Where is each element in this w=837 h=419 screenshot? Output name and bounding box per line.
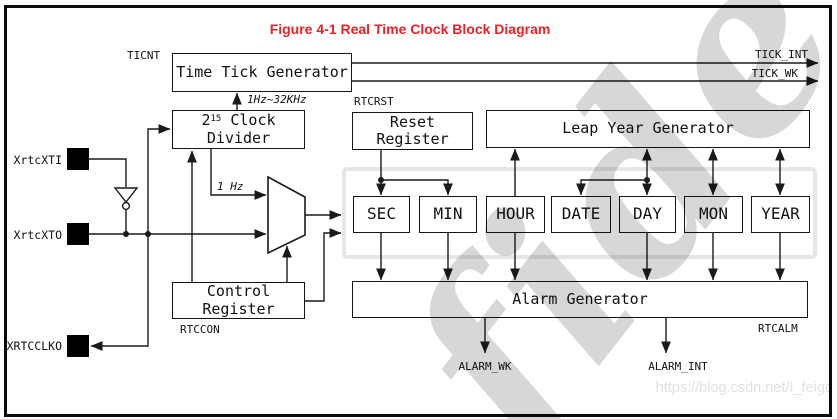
date-label: DATE [561,204,601,224]
pin-pads [67,148,89,357]
clock-divider-line1: 215 Clock [201,112,275,129]
alarm-generator-label: Alarm Generator [512,289,648,308]
clock-divider-base: 2 [201,111,211,130]
tick-int-label: TICK_INT [755,48,808,61]
one-hz-label: 1 Hz [217,180,244,193]
time-tick-generator-label: Time Tick Generator [176,62,348,81]
clock-divider-word: Clock [221,111,276,130]
inverter-icon [113,187,139,211]
clock-divider-line2: Divider [206,128,271,147]
leap-year-generator-block: Leap Year Generator [486,110,810,148]
figure-caption: Figure 4-1 Real Time Clock Block Diagram [269,21,551,37]
clko-pad [67,335,89,357]
reset-register-line1: Reset [389,112,436,131]
bcd-register-group-box [342,167,817,259]
xto-pin-label: XrtcXTO [13,228,62,242]
clock-divider-block: 215 Clock Divider [172,110,305,149]
rtcalm-label: RTCALM [758,322,798,335]
wire-lines [89,58,819,354]
reset-register-line2: Register [376,130,449,148]
control-register-block: Control Register [172,282,305,319]
day-label: DAY [633,204,662,224]
mon-label: MON [699,204,728,224]
diagram-border-frame [4,5,832,417]
control-register-line1: Control [206,282,271,301]
min-label: MIN [433,204,463,224]
xti-pin-label: XrtcXTI [13,153,62,167]
freq-range-label: 1Hz~32KHz [247,93,307,106]
year-label: YEAR [761,204,800,224]
register-sec: SEC [353,196,410,233]
ticnt-label: TICNT [127,49,161,62]
register-hour: HOUR [486,196,545,233]
alarm-int-label: ALARM_INT [648,360,708,373]
rtccon-label: RTCCON [180,323,220,336]
xto-pad [67,223,89,245]
rtcrst-label: RTCRST [354,95,394,108]
junction-dots [123,177,650,237]
hour-label: HOUR [496,204,535,224]
alarm-wk-label: ALARM_WK [458,360,512,373]
reset-register-block: Reset Register [352,112,473,150]
tick-wk-label: TICK_WK [751,67,798,80]
register-day: DAY [619,196,676,233]
alarm-generator-block: Alarm Generator [352,281,808,318]
register-mon: MON [684,196,743,233]
register-date: DATE [551,196,611,233]
clko-pin-label: XRTCCLKO [6,339,62,353]
leap-year-generator-label: Leap Year Generator [562,119,734,138]
control-register-line2: Register [202,299,275,318]
register-min: MIN [419,196,477,233]
sec-label: SEC [367,204,396,224]
mux-shape [267,175,306,255]
register-year: YEAR [751,196,810,233]
xti-pad [67,148,89,170]
time-tick-generator-block: Time Tick Generator [172,53,352,92]
clock-divider-exponent: 15 [210,114,222,125]
